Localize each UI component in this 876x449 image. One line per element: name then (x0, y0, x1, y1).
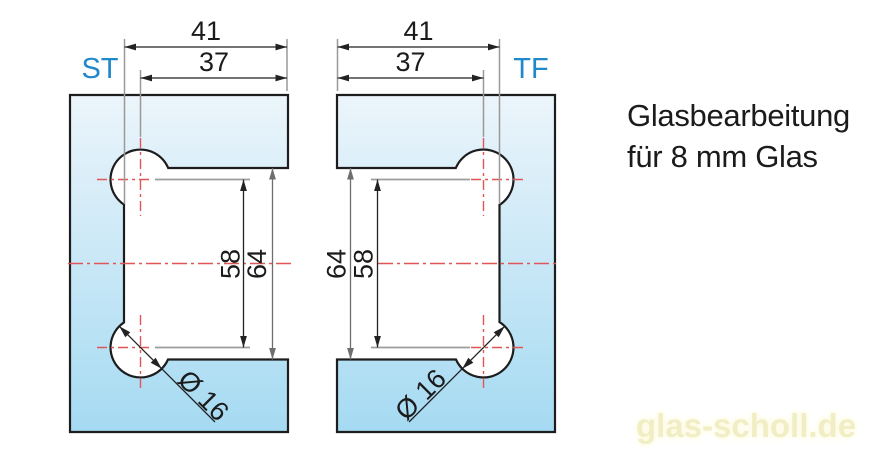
diameter-arrow-lower-st (150, 357, 162, 369)
annotation-line-1: Glasbearbeitung (627, 98, 850, 133)
annotation-block: Glasbearbeitung für 8 mm Glas (627, 95, 850, 177)
annotation-line-2: für 8 mm Glas (627, 139, 818, 174)
dim-text-58-st: 58 (216, 249, 246, 279)
diameter-arrow-upper-st (119, 326, 131, 338)
diameter-arrow-lower-tf (462, 357, 474, 369)
dim-text-37-st: 37 (199, 47, 229, 77)
label-st: ST (81, 53, 118, 85)
diameter-line-tf (408, 325, 506, 423)
dim-text-58-tf: 58 (349, 249, 379, 279)
diameter-line-st (118, 325, 216, 423)
dim-text-41-st: 41 (191, 16, 221, 46)
dim-text-64-tf: 64 (322, 249, 352, 279)
dim-text-37-tf: 37 (395, 47, 425, 77)
dim-text-41-tf: 41 (403, 16, 433, 46)
watermark-text: glas-scholl.de (636, 407, 857, 444)
dim-text-64-st: 64 (242, 249, 272, 279)
diameter-arrow-upper-tf (493, 326, 505, 338)
label-tf: TF (513, 53, 548, 85)
